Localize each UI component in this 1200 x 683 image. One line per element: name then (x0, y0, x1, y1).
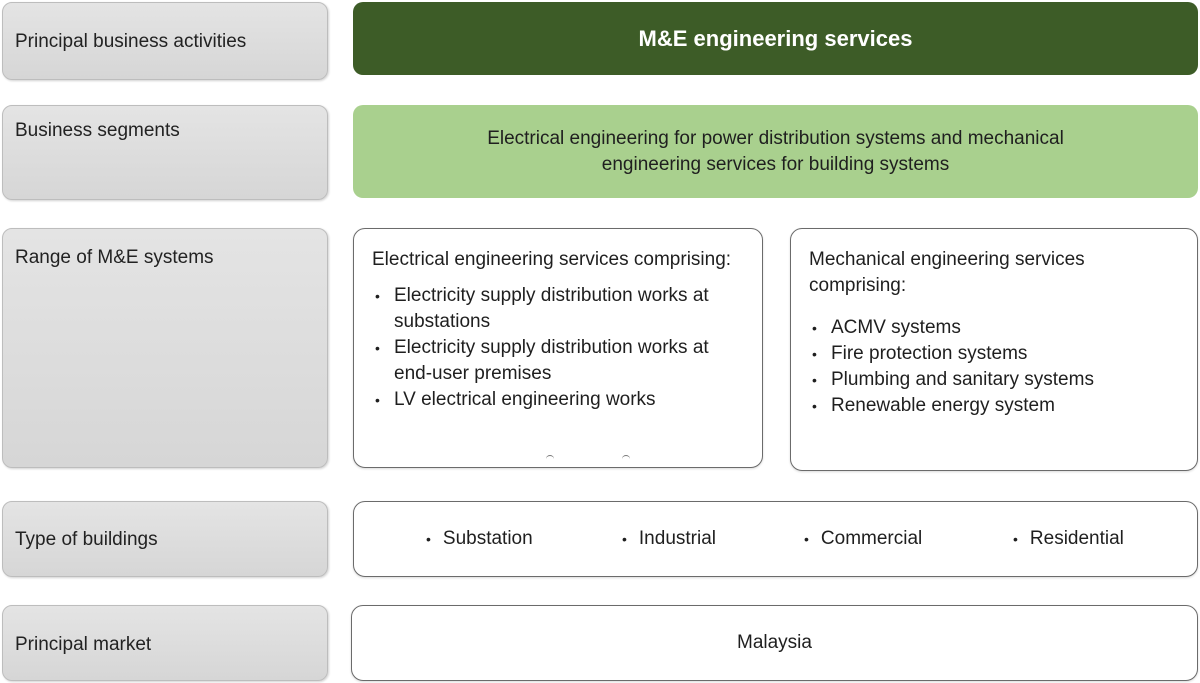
segments-panel: Electrical engineering for power distrib… (353, 105, 1198, 198)
label-text: Business segments (15, 120, 180, 141)
mechanical-services-list: ACMV systems Fire protection systems Plu… (809, 315, 1179, 419)
bullet-icon: • (426, 531, 431, 547)
bullet-icon: • (1013, 531, 1018, 547)
building-type-item: • Substation (426, 502, 533, 576)
electrical-services-panel: Electrical engineering services comprisi… (353, 228, 763, 468)
list-item: Renewable energy system (809, 393, 1179, 419)
building-type-label: Substation (442, 528, 533, 549)
bullet-icon: • (804, 531, 809, 547)
electrical-services-title: Electrical engineering services comprisi… (372, 249, 732, 270)
list-item: Electricity supply distribution works at… (372, 335, 744, 387)
label-text: Principal market (15, 634, 152, 655)
building-type-label: Residential (1029, 528, 1124, 549)
label-range-of-systems: Range of M&E systems (2, 228, 328, 468)
list-item: ACMV systems (809, 315, 1179, 341)
list-item: Plumbing and sanitary systems (809, 367, 1179, 393)
label-text: Range of M&E systems (15, 247, 214, 268)
segments-value: Electrical engineering for power distrib… (487, 127, 1064, 175)
label-type-of-buildings: Type of buildings (2, 501, 328, 577)
label-business-segments: Business segments (2, 105, 328, 200)
label-principal-market: Principal market (2, 605, 328, 681)
building-type-item: • Residential (1013, 502, 1124, 576)
list-item: LV electrical engineering works (372, 387, 744, 413)
building-type-item: • Industrial (622, 502, 716, 576)
mechanical-services-title: Mechanical engineering services comprisi… (809, 249, 1085, 296)
market-panel: Malaysia (351, 605, 1198, 681)
label-text: Principal business activities (15, 31, 247, 52)
list-item: Electricity supply distribution works at… (372, 283, 744, 335)
market-value: Malaysia (737, 632, 812, 653)
building-type-label: Commercial (820, 528, 923, 549)
bullet-icon: • (622, 531, 627, 547)
decorative-mark (622, 455, 630, 459)
decorative-mark (546, 455, 554, 459)
buildings-panel: • Substation • Industrial • Commercial •… (353, 501, 1198, 577)
activities-value: M&E engineering services (638, 25, 913, 51)
building-type-label: Industrial (638, 528, 717, 549)
label-principal-business-activities: Principal business activities (2, 2, 328, 80)
activities-panel: M&E engineering services (353, 2, 1198, 75)
mechanical-services-panel: Mechanical engineering services comprisi… (790, 228, 1198, 471)
label-text: Type of buildings (15, 529, 158, 550)
building-type-item: • Commercial (804, 502, 922, 576)
list-item: Fire protection systems (809, 341, 1179, 367)
electrical-services-list: Electricity supply distribution works at… (372, 283, 744, 413)
